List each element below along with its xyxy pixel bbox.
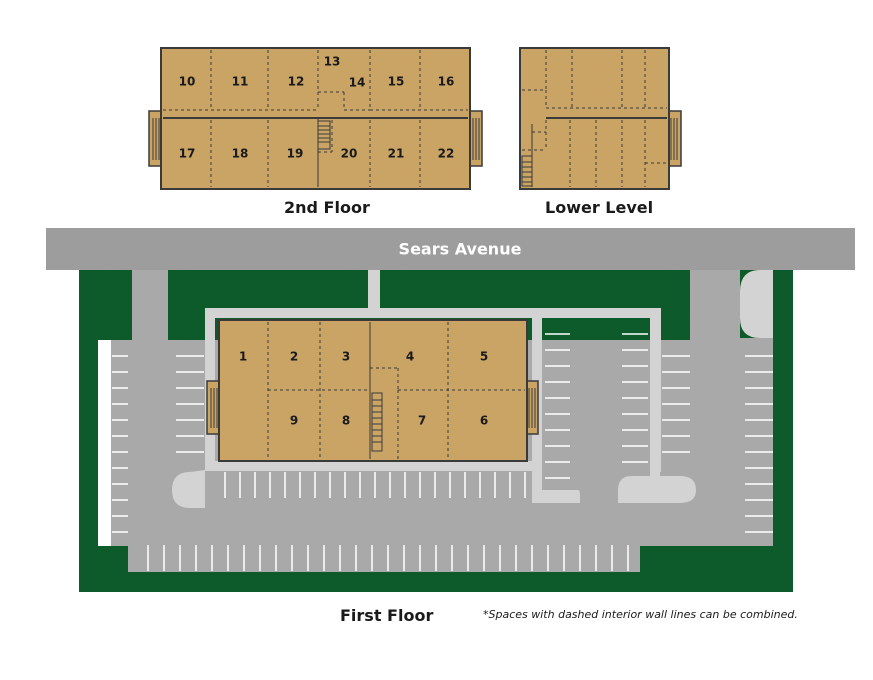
street [46, 228, 855, 270]
unit-label: 11 [232, 75, 249, 89]
unit-label: 16 [438, 75, 455, 89]
ff-inner-stair [371, 392, 383, 452]
inner-stair [317, 120, 331, 150]
unit-label: 12 [288, 75, 305, 89]
unit-label: 5 [480, 350, 488, 364]
unit-label: 6 [480, 414, 488, 428]
lower-level-caption: Lower Level [545, 198, 654, 217]
unit-label: 3 [342, 350, 350, 364]
unit-label: 1 [239, 350, 247, 364]
unit-label: 22 [438, 147, 455, 161]
unit-label: 20 [341, 147, 358, 161]
unit-label: 21 [388, 147, 405, 161]
first-floor-caption: First Floor [340, 606, 434, 625]
unit-label: 9 [290, 414, 298, 428]
unit-label: 7 [418, 414, 426, 428]
unit-label: 19 [287, 147, 304, 161]
unit-label: 4 [406, 350, 414, 364]
unit-label: 14 [349, 76, 366, 90]
lower-stair-inner [521, 155, 533, 187]
unit-label: 10 [179, 75, 196, 89]
second-floor-caption: 2nd Floor [284, 198, 370, 217]
unit-label: 8 [342, 414, 350, 428]
unit-label: 17 [179, 147, 196, 161]
unit-label: 15 [388, 75, 405, 89]
unit-label: 18 [232, 147, 249, 161]
street-label: Sears Avenue [399, 240, 522, 259]
unit-label: 2 [290, 350, 298, 364]
first-floor-plan: 1 2 3 4 5 6 7 8 9 [206, 319, 539, 462]
second-floor-plan: 10 11 12 13 14 15 16 17 18 19 20 21 22 [148, 47, 483, 190]
lower-level-plan [519, 47, 682, 190]
footnote: *Spaces with dashed interior wall lines … [483, 608, 798, 621]
unit-label: 13 [324, 55, 341, 69]
